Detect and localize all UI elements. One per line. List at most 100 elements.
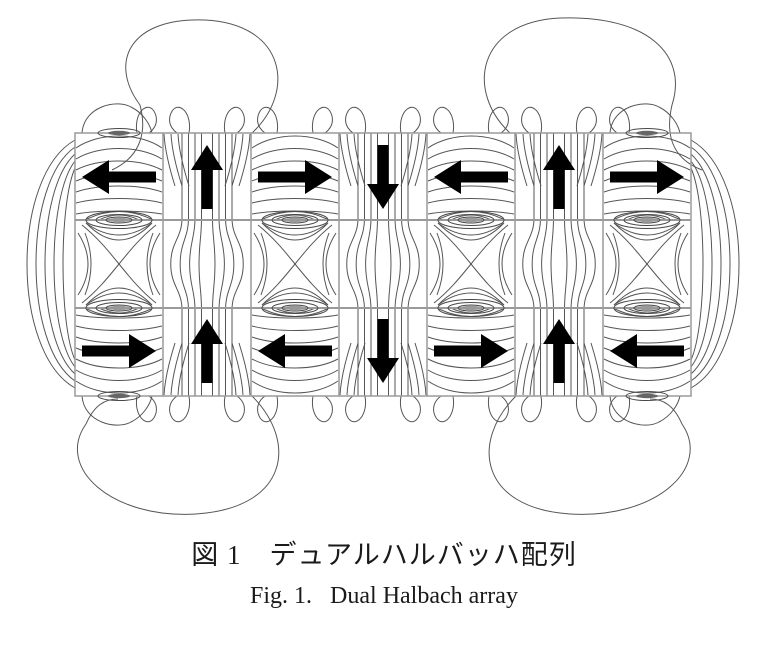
petal-loop [433,106,455,134]
eye-contour [97,128,141,138]
eye-center-mark [636,217,658,223]
magnet-cell-arc [75,380,163,394]
saddle-arc [437,222,505,236]
magnet-cell-arc [75,148,163,160]
flux-fan-line [346,342,359,396]
flux-fan-line [522,133,535,187]
saddle-paren [501,232,513,296]
flux-fan-line [224,342,237,396]
magnet-cell-arc [251,336,339,344]
saddle-arc [85,222,153,236]
flux-fan-line [583,133,596,187]
eye-contour [625,391,669,401]
eye-contour [613,299,681,317]
flux-fan-line [177,133,190,187]
flux-fan-line [522,342,535,396]
magnet-cell-arc [75,160,163,171]
eye-contour [437,211,505,229]
saddle-arc [437,292,505,306]
petal-loop [487,395,509,423]
saddle-arc [261,222,329,236]
flux-fan-line [346,133,359,187]
eye-contour [281,216,309,224]
eye-center-mark [108,217,130,223]
saddle-arc [613,292,681,306]
magnetization-arrow-right [82,334,156,368]
magnet-cell-arc [603,380,691,394]
saddle-arc [613,222,681,236]
magnetization-arrow-up [191,319,223,383]
saddle-paren [612,232,620,296]
flux-fan-line [238,133,251,187]
flux-bundle-line [577,133,587,396]
magnetization-arrow-up [543,319,575,383]
flux-fan-line [583,342,596,396]
saddle-arc [85,287,153,306]
magnet-cell-arc [603,160,691,171]
petal-loop [521,106,543,134]
saddle-paren [677,232,689,296]
petal-loop [223,395,245,423]
flux-bundle-line [570,133,577,396]
side-return-curve [690,167,704,361]
magnet-cell-arc [427,380,515,394]
magnet-cell-arc [75,185,163,193]
magnet-cell-arc [427,336,515,344]
saddle-cross-line [609,224,685,304]
flux-bundle-line [394,133,401,396]
magnet-cell-arc [427,358,515,369]
eye-center-mark [636,130,658,136]
flux-bundle-line [531,133,541,396]
magnet-cell-arc [603,336,691,344]
magnetization-arrow-right [610,160,684,194]
petal-loop [169,106,191,134]
flux-fan-line [400,133,413,187]
eye-contour [281,304,309,312]
flux-bundle-line [374,133,378,396]
side-return-curve [690,153,722,375]
eye-center-mark [108,130,130,136]
flux-bundle-line [170,133,183,396]
corner-lobe [76,395,280,515]
side-return-curve [62,167,76,361]
flux-bundle-line [346,133,359,396]
saddle-paren [260,232,268,296]
magnet-cell-arc [251,325,339,331]
magnet-cell-arc [427,369,515,381]
magnet-cell-arc [603,358,691,369]
flux-bundle-line [564,133,568,396]
petal-loop [521,395,543,423]
magnet-cell-arc [75,135,163,149]
flux-contour-lines [26,17,740,515]
flux-fan-line [529,342,542,396]
eye-cap-arc [81,103,153,134]
petal-loop [433,395,455,423]
magnet-cell-arc [75,198,163,204]
corner-lobe [488,395,691,515]
petal-loop [257,395,279,423]
saddle-paren [325,232,337,296]
magnet-cell-arc [603,185,691,193]
magnetization-arrow-left [82,160,156,194]
flux-bundle-line [407,133,420,396]
flux-bundle-line [355,133,365,396]
magnet-cell-arc [427,198,515,204]
magnet-cell-arc [251,314,339,319]
flux-fan-line [177,342,190,396]
side-return-curve [690,139,740,389]
petal-loop [135,395,157,423]
eye-contour [105,216,133,224]
side-return-curve [35,146,76,382]
flux-fan-line [515,342,528,396]
magnet-cell-arc [251,369,339,381]
flux-fan-line [576,133,589,187]
flux-fan-line [407,133,420,187]
magnetization-arrow-up [543,145,575,209]
flux-fan-line [170,133,183,187]
magnetization-arrow-left [610,334,684,368]
saddle-paren [322,232,330,296]
flux-bundle-line [365,133,372,396]
eye-contour [85,299,153,317]
petal-loop [311,395,333,423]
